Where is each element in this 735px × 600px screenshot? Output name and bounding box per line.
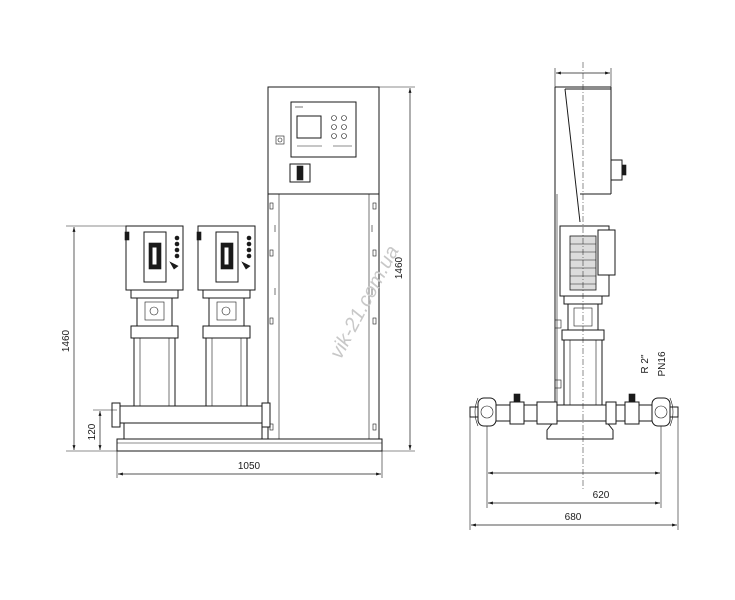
side-pipes xyxy=(469,393,679,427)
dim-680-label: 680 xyxy=(565,512,582,523)
connection-label: R 2" xyxy=(640,354,651,374)
cabinet-side xyxy=(554,86,627,439)
pump-1-coupling xyxy=(136,297,173,327)
control-cabinet xyxy=(267,86,380,440)
dim-width-1050: 1050 xyxy=(116,451,383,478)
pump-1 xyxy=(124,225,184,432)
dim-cabinet-height: 1460 xyxy=(379,86,415,452)
dim-height-label: 1460 xyxy=(61,329,72,352)
pump-2 xyxy=(196,225,256,432)
dim-side-top xyxy=(554,68,612,87)
front-view: 1460 120 1460 1050 xyxy=(61,86,415,478)
manifold xyxy=(111,402,271,440)
outlet-valve xyxy=(624,401,640,425)
base-frame xyxy=(116,438,383,452)
dim-620-label: 620 xyxy=(593,490,610,501)
inlet-valve xyxy=(509,401,525,425)
pump-2-coupling xyxy=(208,297,245,327)
side-view: R 2" PN16 620 680 xyxy=(469,62,679,530)
indicator-lamp xyxy=(275,135,285,145)
dim-height-1460: 1460 xyxy=(61,225,126,452)
dim-width-label: 1050 xyxy=(238,461,261,472)
cabinet-hinges xyxy=(269,202,377,431)
controller-buttons xyxy=(331,115,347,139)
pump-2-chamber xyxy=(205,337,248,411)
dim-base-label: 120 xyxy=(87,423,98,440)
pump-1-chamber xyxy=(133,337,176,411)
side-switch xyxy=(610,159,623,181)
dim-side-inner xyxy=(486,426,662,478)
pressure-label: PN16 xyxy=(657,351,668,376)
dim-side-680: 680 xyxy=(469,417,679,530)
controller-display xyxy=(296,115,322,139)
dim-cabinet-height-label: 1460 xyxy=(394,256,405,279)
dim-base-120: 120 xyxy=(87,409,117,450)
dim-side-620: 620 xyxy=(486,478,662,508)
